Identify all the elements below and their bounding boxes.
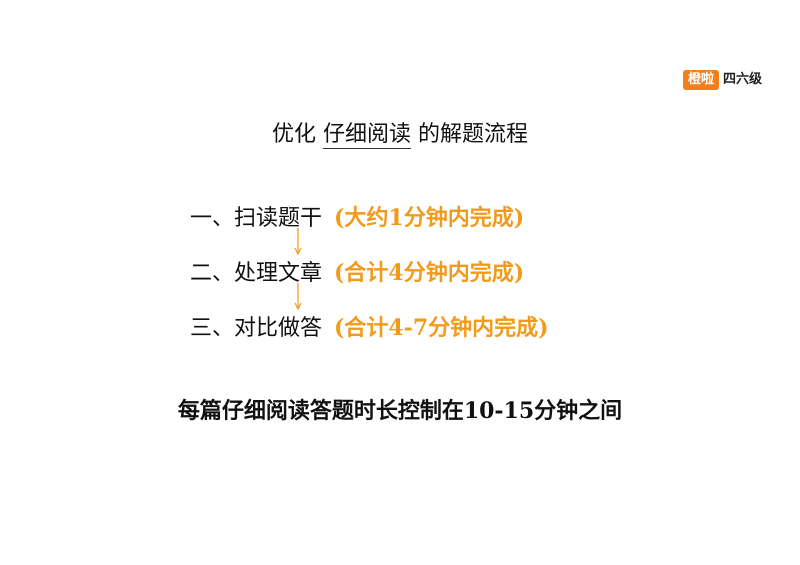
- time-limit-summary: 每篇仔细阅读答题时长控制在10-15分钟之间: [177, 398, 623, 424]
- brand-logo: 橙啦 四六级: [683, 70, 762, 90]
- step-label: 二、处理文章: [190, 261, 323, 286]
- step-time-note: (合计4分钟内完成): [334, 260, 525, 286]
- page-title: 优化 仔细阅读 的解题流程: [0, 120, 800, 150]
- down-arrow-icon: [294, 228, 302, 256]
- step-label: 三、对比做答: [190, 316, 323, 341]
- title-suffix: 的解题流程: [411, 122, 528, 147]
- title-highlight: 仔细阅读: [322, 122, 411, 149]
- step-time-note: (大约1分钟内完成): [334, 205, 525, 231]
- logo-text: 四六级: [723, 72, 763, 87]
- step-3: 三、对比做答 (合计4-7分钟内完成): [190, 313, 549, 344]
- step-label: 一、扫读题干: [190, 206, 323, 231]
- step-1: 一、扫读题干 (大约1分钟内完成): [190, 203, 524, 234]
- logo-badge: 橙啦: [683, 70, 720, 90]
- title-prefix: 优化: [271, 122, 323, 147]
- step-2: 二、处理文章 (合计4分钟内完成): [190, 258, 524, 289]
- step-time-note: (合计4-7分钟内完成): [334, 315, 549, 341]
- down-arrow-icon: [294, 283, 302, 311]
